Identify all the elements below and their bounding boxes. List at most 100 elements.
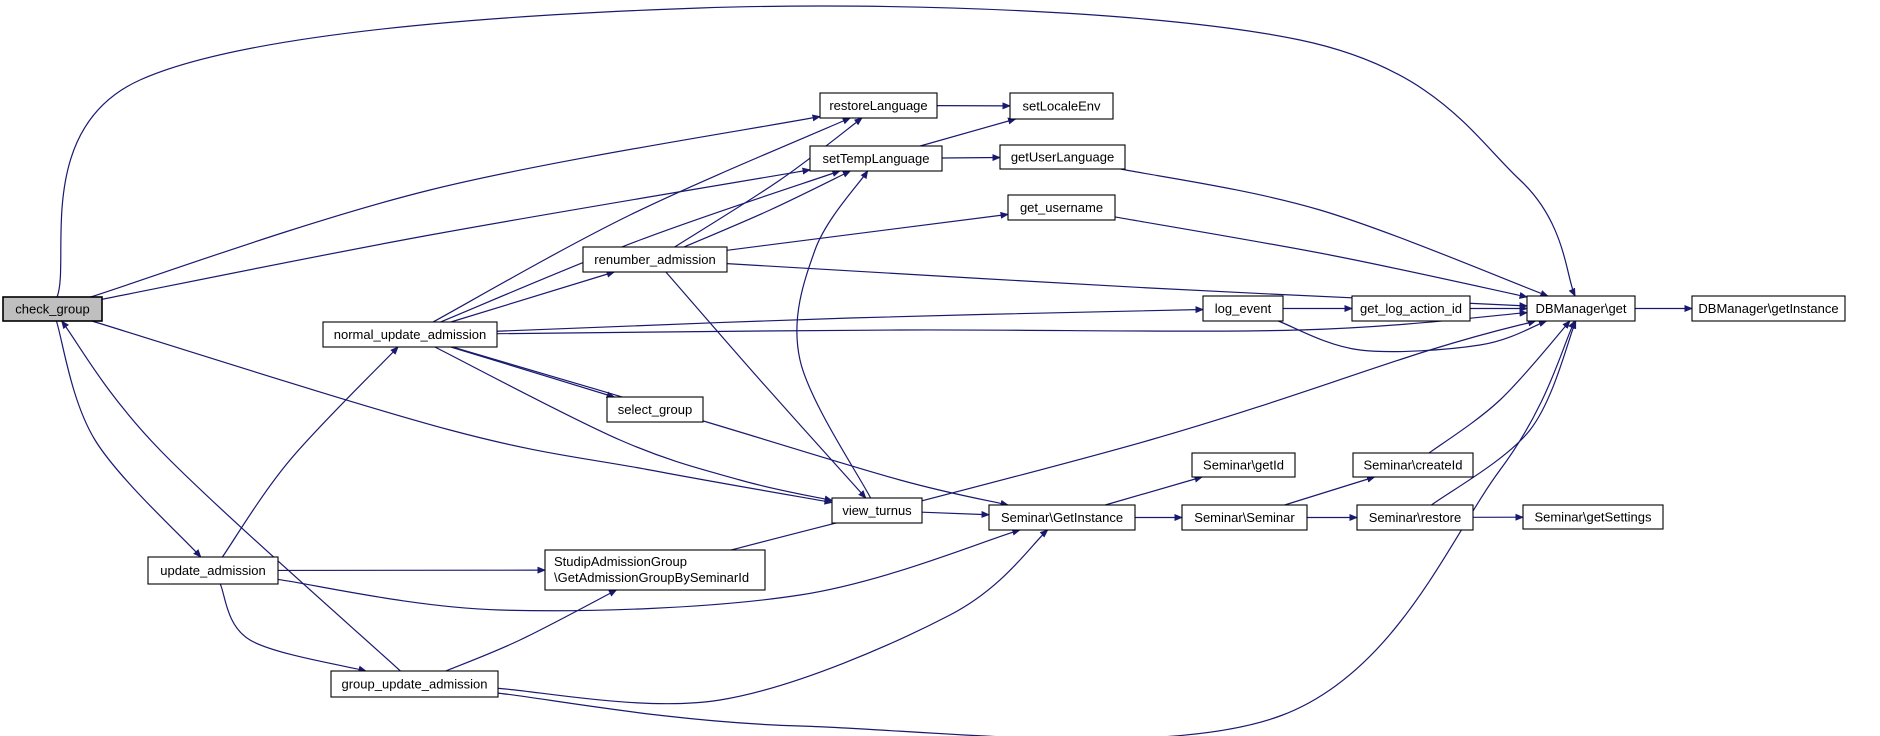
node-label-DBManager_getInstance: DBManager\getInstance: [1698, 301, 1838, 316]
node-label-check_group: check_group: [15, 302, 89, 317]
node-label-Seminar_getSettings: Seminar\getSettings: [1534, 510, 1652, 525]
node-label-Seminar_restore: Seminar\restore: [1369, 510, 1461, 525]
edge-renumber_admission-to-view_turnus: [665, 271, 867, 499]
node-label-Seminar_GetInstance: Seminar\GetInstance: [1001, 510, 1123, 525]
node-box-update_admission[interactable]: [147, 556, 279, 585]
edge-Seminar_GetInstance-to-Seminar_getId: [1105, 475, 1203, 506]
node-select_group[interactable]: select_group: [606, 396, 704, 423]
node-label-restoreLanguage: restoreLanguage: [829, 98, 927, 113]
node-label-StudipAdmissionGroup_GetAdmissionGroupBySeminarId-line1: StudipAdmissionGroup: [554, 554, 687, 569]
node-box-getUserLanguage[interactable]: [999, 144, 1126, 170]
node-box-setLocaleEnv[interactable]: [1009, 92, 1114, 120]
node-box-renumber_admission[interactable]: [582, 246, 728, 273]
edge-update_admission-to-group_update_admission: [219, 583, 367, 673]
edge-get_username-to-DBManager_get: [1114, 216, 1528, 299]
node-StudipAdmissionGroup_GetAdmissionGroupBySeminarId[interactable]: StudipAdmissionGroup\GetAdmissionGroupBy…: [544, 549, 766, 591]
node-update_admission[interactable]: update_admission: [147, 556, 279, 585]
node-label-group_update_admission: group_update_admission: [342, 677, 488, 692]
node-label-view_turnus: view_turnus: [842, 503, 912, 518]
node-label-StudipAdmissionGroup_GetAdmissionGroupBySeminarId-line2: \GetAdmissionGroupBySeminarId: [554, 570, 749, 585]
node-getUserLanguage[interactable]: getUserLanguage: [999, 144, 1126, 170]
node-box-normal_update_admission[interactable]: [322, 321, 498, 348]
node-Seminar_GetInstance[interactable]: Seminar\GetInstance: [988, 504, 1136, 531]
edge-setTempLanguage-to-setLocaleEnv: [920, 117, 1017, 147]
node-box-view_turnus[interactable]: [831, 497, 923, 524]
node-normal_update_admission[interactable]: normal_update_admission: [322, 321, 498, 348]
node-label-Seminar_createId: Seminar\createId: [1364, 458, 1463, 473]
node-label-setTempLanguage: setTempLanguage: [823, 151, 930, 166]
node-check_group[interactable]: check_group: [2, 296, 103, 322]
edge-group_update_admission-to-DBManager_get: [497, 320, 1576, 736]
edge-normal_update_admission-to-renumber_admission: [450, 270, 616, 323]
node-log_event[interactable]: log_event: [1202, 295, 1284, 322]
node-renumber_admission[interactable]: renumber_admission: [582, 246, 728, 273]
node-box-get_username[interactable]: [1007, 194, 1116, 221]
node-box-Seminar_restore[interactable]: [1356, 504, 1474, 531]
edge-update_admission-to-Seminar_GetInstance: [277, 528, 1021, 612]
edge-update_admission-to-normal_update_admission: [221, 346, 399, 558]
node-label-Seminar_getId: Seminar\getId: [1203, 458, 1284, 473]
edge-check_group-to-setTempLanguage: [101, 167, 811, 300]
node-box-DBManager_get[interactable]: [1526, 295, 1636, 322]
node-Seminar_createId[interactable]: Seminar\createId: [1352, 452, 1474, 478]
edge-group_update_admission-to-check_group: [61, 320, 401, 672]
node-box-Seminar_Seminar[interactable]: [1181, 504, 1308, 531]
edge-normal_update_admission-to-Seminar_GetInstance: [452, 346, 1009, 507]
edge-normal_update_admission-to-log_event: [496, 306, 1204, 332]
node-group_update_admission[interactable]: group_update_admission: [330, 670, 499, 698]
node-box-Seminar_createId[interactable]: [1352, 452, 1474, 478]
edge-renumber_admission-to-restoreLanguage: [674, 117, 863, 248]
edge-normal_update_admission-to-setTempLanguage: [440, 170, 841, 323]
node-label-renumber_admission: renumber_admission: [594, 252, 715, 267]
edge-group_update_admission-to-Seminar_GetInstance: [497, 529, 1049, 705]
node-box-check_group[interactable]: [2, 296, 103, 322]
node-restoreLanguage[interactable]: restoreLanguage: [819, 92, 938, 119]
node-get_log_action_id[interactable]: get_log_action_id: [1351, 295, 1471, 322]
node-label-update_admission: update_admission: [160, 563, 266, 578]
node-setLocaleEnv[interactable]: setLocaleEnv: [1009, 92, 1114, 120]
node-DBManager_getInstance[interactable]: DBManager\getInstance: [1691, 295, 1846, 322]
edge-normal_update_admission-to-select_group: [450, 346, 616, 399]
node-box-DBManager_getInstance[interactable]: [1691, 295, 1846, 322]
node-label-select_group: select_group: [618, 402, 692, 417]
edge-log_event-to-DBManager_get: [1278, 320, 1548, 353]
node-view_turnus[interactable]: view_turnus: [831, 497, 923, 524]
edge-normal_update_admission-to-view_turnus: [434, 346, 833, 503]
edge-Seminar_restore-to-DBManager_get: [1431, 320, 1577, 506]
node-Seminar_getId[interactable]: Seminar\getId: [1191, 452, 1296, 478]
node-setTempLanguage[interactable]: setTempLanguage: [809, 145, 943, 172]
node-box-StudipAdmissionGroup_GetAdmissionGroupBySeminarId[interactable]: [544, 549, 766, 591]
node-box-Seminar_getId[interactable]: [1191, 452, 1296, 478]
edge-getUserLanguage-to-DBManager_get: [1120, 168, 1549, 297]
node-label-normal_update_admission: normal_update_admission: [334, 327, 486, 342]
edge-view_turnus-to-setTempLanguage: [796, 170, 872, 499]
node-box-Seminar_getSettings[interactable]: [1522, 504, 1664, 530]
node-Seminar_getSettings[interactable]: Seminar\getSettings: [1522, 504, 1664, 530]
edge-Seminar_createId-to-DBManager_get: [1428, 320, 1571, 454]
edge-check_group-to-view_turnus: [91, 320, 833, 505]
node-label-log_event: log_event: [1215, 301, 1272, 316]
node-box-setTempLanguage[interactable]: [809, 145, 943, 172]
node-label-setLocaleEnv: setLocaleEnv: [1022, 99, 1101, 114]
edge-check_group-to-update_admission: [55, 320, 202, 558]
node-box-select_group[interactable]: [606, 396, 704, 423]
edge-view_turnus-to-Seminar_GetInstance: [921, 510, 990, 518]
node-label-getUserLanguage: getUserLanguage: [1011, 150, 1114, 165]
node-box-restoreLanguage[interactable]: [819, 92, 938, 119]
edge-normal_update_admission-to-restoreLanguage: [432, 117, 852, 323]
node-DBManager_get[interactable]: DBManager\get: [1526, 295, 1636, 322]
node-box-group_update_admission[interactable]: [330, 670, 499, 698]
edge-layer: [55, 5, 1693, 736]
node-get_username[interactable]: get_username: [1007, 194, 1116, 221]
edge-Seminar_Seminar-to-Seminar_createId: [1284, 475, 1376, 506]
node-layer: check_group restoreLanguage setTempLanguag…: [2, 92, 1846, 698]
node-box-log_event[interactable]: [1202, 295, 1284, 322]
node-label-get_username: get_username: [1020, 200, 1103, 215]
edge-check_group-to-restoreLanguage: [90, 114, 821, 298]
node-box-get_log_action_id[interactable]: [1351, 295, 1471, 322]
node-Seminar_restore[interactable]: Seminar\restore: [1356, 504, 1474, 531]
node-Seminar_Seminar[interactable]: Seminar\Seminar: [1181, 504, 1308, 531]
node-box-Seminar_GetInstance[interactable]: [988, 504, 1136, 531]
